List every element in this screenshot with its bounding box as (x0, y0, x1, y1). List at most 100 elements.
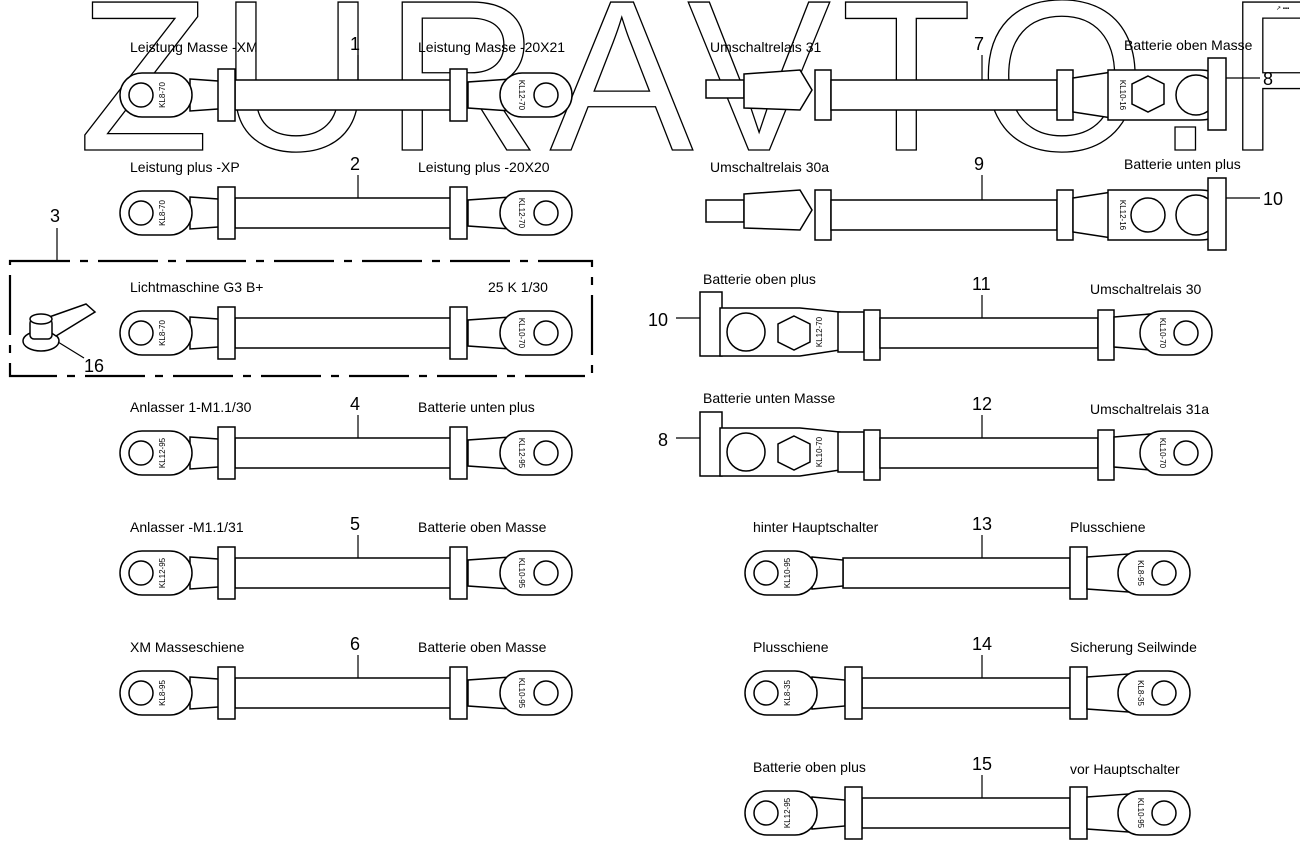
cable-15-number: 15 (972, 754, 992, 774)
cable-7-right-tag: KL10-16 (1118, 80, 1127, 111)
cable-1-left-label: Leistung Masse -XM (130, 39, 258, 55)
assembly-3-left-lug-hole (128, 320, 154, 346)
cable-5-number: 5 (350, 514, 360, 534)
cable-13-left-label: hinter Hauptschalter (753, 519, 879, 535)
cable-12-right-tag: KL10-70 (1158, 438, 1167, 469)
cable-14: Plusschiene Sicherung Seilwinde 14 KL8-3… (744, 634, 1197, 720)
cable-11-right-lug-hole (1173, 320, 1199, 346)
cable-5-right-sleeve (449, 546, 468, 600)
assembly-3: 3 Lichtmaschine G3 B+ 25 K 1/30 KL8-70 K… (8, 206, 594, 378)
assembly-3-right-tag: KL10-70 (517, 318, 526, 349)
cable-11-number: 11 (972, 274, 991, 294)
cable-9-right-sleeve (1056, 189, 1074, 241)
cable-1: Leistung Masse -XM Leistung Masse -20X21… (119, 34, 573, 122)
cable-12-left-tag: KL10-70 (815, 436, 824, 467)
cable-13-right-lug-hole (1151, 560, 1177, 586)
nut-icon (777, 315, 811, 351)
cable-1-right-lug-hole (533, 82, 559, 108)
cable-1-number: 1 (350, 34, 360, 54)
cable-2-right-label: Leistung plus -20X20 (418, 159, 550, 175)
cable-14-left-lug-hole (753, 680, 779, 706)
cable-15-left-label: Batterie oben plus (753, 759, 866, 775)
cable-11-left-sleeve (863, 309, 881, 361)
cable-6-right-sleeve (449, 666, 468, 720)
cable-9-left-boot (743, 189, 813, 231)
cable-1-left-tag: KL8-70 (158, 82, 167, 108)
cable-13-right-sleeve (1069, 546, 1088, 600)
cable-5-left-tag: KL12-95 (158, 557, 167, 588)
cable-11-right-label: Umschaltrelais 30 (1090, 281, 1201, 297)
cable-12-right-lug-hole (1173, 440, 1199, 466)
cable-6-number: 6 (350, 634, 360, 654)
cable-9-right-tag: KL12-16 (1118, 200, 1127, 231)
cable-7-right-sleeve (1056, 69, 1074, 121)
assembly-3-left-label: Lichtmaschine G3 B+ (130, 279, 263, 295)
cable-4-left-lug-hole (128, 440, 154, 466)
cable-4-wire (234, 437, 466, 469)
cable-5: Anlasser -M1.1/31 Batterie oben Masse 5 … (119, 514, 573, 600)
cable-15-right-label: vor Hauptschalter (1070, 761, 1180, 777)
cable-12-left-label: Batterie unten Masse (703, 390, 836, 406)
cable-7-wire (830, 79, 1058, 111)
cable-4-number: 4 (350, 394, 360, 414)
cable-4-right-label: Batterie unten plus (418, 399, 535, 415)
cable-2-right-lug-hole (533, 200, 559, 226)
nut-icon (1131, 75, 1165, 113)
cable-12-post-ring (726, 432, 766, 472)
cable-7-right-crimp (1072, 71, 1113, 119)
cable-1-wire (234, 79, 466, 111)
assembly-3-left-tag: KL8-70 (158, 320, 167, 346)
cable-9-number: 9 (974, 154, 984, 174)
cable-13-number: 13 (972, 514, 992, 534)
cable-15-left-tag: KL12-95 (783, 797, 792, 828)
cable-12-right-label: Umschaltrelais 31a (1090, 401, 1209, 417)
cable-7-left-sleeve (814, 69, 832, 121)
cable-11-post-ring (726, 312, 766, 352)
bolt-icon (1207, 177, 1227, 251)
cable-9-wire (830, 199, 1058, 231)
cable-2: Leistung plus -XP Leistung plus -20X20 2… (119, 154, 573, 240)
cable-9-right-label: Batterie unten plus (1124, 156, 1241, 172)
cable-4-right-tag: KL12-95 (517, 438, 526, 469)
cable-2-left-sleeve (217, 186, 236, 240)
cable-7-left-label: Umschaltrelais 31 (710, 39, 821, 55)
cable-14-right-lug-hole (1151, 680, 1177, 706)
bolt-icon (699, 411, 723, 477)
nut-icon (777, 435, 811, 471)
assembly-3-right-lug-hole (533, 320, 559, 346)
cable-13-right-label: Plusschiene (1070, 519, 1146, 535)
cable-12-left-crimp (837, 431, 865, 473)
cable-12-right-sleeve (1097, 429, 1115, 481)
cable-6-left-sleeve (217, 666, 236, 720)
cable-15-right-sleeve (1069, 786, 1088, 840)
cable-14-right-tag: KL8-35 (1136, 680, 1145, 706)
cable-7: Umschaltrelais 31 Batterie oben Masse 7 … (705, 34, 1273, 131)
cable-6-wire (234, 677, 466, 709)
cable-12-left-sleeve (863, 429, 881, 481)
cable-4-left-label: Anlasser 1-M1.1/30 (130, 399, 252, 415)
cable-15-right-lug-hole (1151, 800, 1177, 826)
cable-2-right-tag: KL12-70 (517, 198, 526, 229)
cable-13-wire (842, 557, 1071, 589)
cable-12-wire (879, 437, 1099, 469)
cable-11: Batterie oben plus Umschaltrelais 30 11 … (648, 271, 1213, 361)
cable-5-left-label: Anlasser -M1.1/31 (130, 519, 244, 535)
assembly-3-left-sleeve (217, 306, 236, 360)
assembly-3-wire (234, 317, 466, 349)
bolt-icon (699, 291, 723, 357)
cable-6: XM Masseschiene Batterie oben Masse 6 KL… (119, 634, 573, 720)
cap-number: 16 (84, 356, 104, 376)
cable-14-right-label: Sicherung Seilwinde (1070, 639, 1197, 655)
cable-12-number: 12 (972, 394, 992, 414)
cable-11-right-tag: KL10-70 (1158, 318, 1167, 349)
callout-10-left: 10 (648, 310, 668, 330)
leader-line (57, 341, 85, 359)
assembly-3-number: 3 (50, 206, 60, 226)
cable-13-left-tag: KL10-95 (783, 557, 792, 588)
cable-6-right-lug-hole (533, 680, 559, 706)
cable-5-right-tag: KL10-95 (517, 558, 526, 589)
cable-2-left-lug-hole (128, 200, 154, 226)
cable-14-left-tag: KL8-35 (783, 680, 792, 706)
cable-9: Umschaltrelais 30a Batterie unten plus 9… (705, 154, 1283, 251)
